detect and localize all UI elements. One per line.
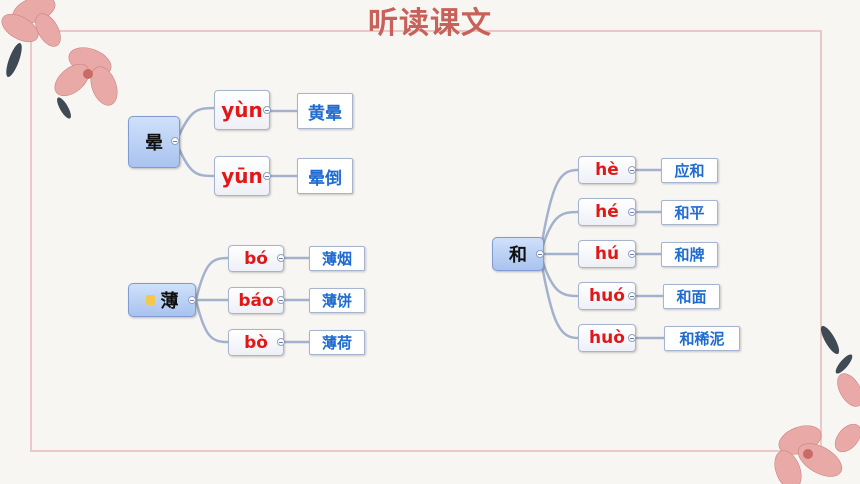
pinyin-node: bó bbox=[228, 245, 284, 272]
word-node: 和稀泥 bbox=[664, 326, 740, 351]
pinyin-node: bò bbox=[228, 329, 284, 356]
page-title: 听读课文 bbox=[368, 6, 492, 41]
slide-frame bbox=[30, 30, 822, 452]
pinyin-node: hè bbox=[578, 156, 636, 184]
pinyin-label: huó bbox=[589, 286, 625, 306]
collapse-toggle[interactable] bbox=[628, 250, 636, 258]
word-label: 和牌 bbox=[674, 246, 705, 264]
pinyin-node: báo bbox=[228, 287, 284, 314]
flower-bottom-right-icon bbox=[774, 325, 860, 484]
word-label: 应和 bbox=[674, 162, 705, 180]
word-node: 薄荷 bbox=[309, 330, 365, 355]
pinyin-label: hé bbox=[595, 202, 619, 222]
pinyin-node: huó bbox=[578, 282, 636, 310]
collapse-toggle[interactable] bbox=[628, 208, 636, 216]
word-label: 和面 bbox=[676, 288, 707, 306]
collapse-toggle[interactable] bbox=[277, 296, 285, 304]
collapse-toggle[interactable] bbox=[188, 296, 196, 304]
word-node: 薄烟 bbox=[309, 246, 365, 271]
word-label: 和平 bbox=[674, 204, 705, 222]
word-node: 和面 bbox=[663, 284, 720, 309]
root-node-he: 和 bbox=[492, 237, 544, 271]
pinyin-label: bó bbox=[244, 248, 268, 269]
collapse-toggle[interactable] bbox=[263, 172, 271, 180]
pinyin-node: yūn bbox=[214, 156, 270, 196]
word-label: 黄晕 bbox=[308, 103, 342, 124]
pinyin-node: hú bbox=[578, 240, 636, 268]
pinyin-node: yùn bbox=[214, 90, 270, 130]
flower-top-left-icon bbox=[1, 0, 118, 119]
collapse-toggle[interactable] bbox=[277, 254, 285, 262]
word-label: 薄荷 bbox=[321, 334, 352, 352]
collapse-toggle[interactable] bbox=[263, 106, 271, 114]
pinyin-label: yūn bbox=[221, 164, 263, 188]
note-icon bbox=[145, 295, 155, 305]
collapse-toggle[interactable] bbox=[628, 334, 636, 342]
word-node: 和牌 bbox=[661, 242, 718, 267]
pinyin-label: hú bbox=[594, 244, 620, 264]
word-node: 晕倒 bbox=[297, 158, 353, 194]
pinyin-label: bò bbox=[244, 332, 268, 353]
pinyin-label: huò bbox=[589, 328, 625, 348]
pinyin-label: hè bbox=[595, 160, 619, 180]
word-node: 应和 bbox=[661, 158, 718, 183]
word-label: 薄饼 bbox=[321, 292, 352, 310]
word-node: 薄饼 bbox=[309, 288, 365, 313]
pinyin-label: báo bbox=[238, 290, 274, 311]
word-node: 黄晕 bbox=[297, 93, 353, 129]
root-label: 薄 bbox=[160, 291, 179, 312]
pinyin-node: hé bbox=[578, 198, 636, 226]
root-label: 和 bbox=[509, 245, 527, 266]
word-label: 晕倒 bbox=[308, 168, 342, 189]
word-label: 和稀泥 bbox=[679, 330, 725, 348]
collapse-toggle[interactable] bbox=[277, 338, 285, 346]
collapse-toggle[interactable] bbox=[628, 166, 636, 174]
root-label: 晕 bbox=[145, 133, 163, 154]
word-node: 和平 bbox=[661, 200, 718, 225]
collapse-toggle[interactable] bbox=[171, 137, 179, 145]
root-node-bo: 薄 bbox=[128, 283, 196, 317]
word-label: 薄烟 bbox=[321, 250, 352, 268]
collapse-toggle[interactable] bbox=[628, 292, 636, 300]
pinyin-label: yùn bbox=[221, 98, 263, 122]
collapse-toggle[interactable] bbox=[536, 250, 544, 258]
